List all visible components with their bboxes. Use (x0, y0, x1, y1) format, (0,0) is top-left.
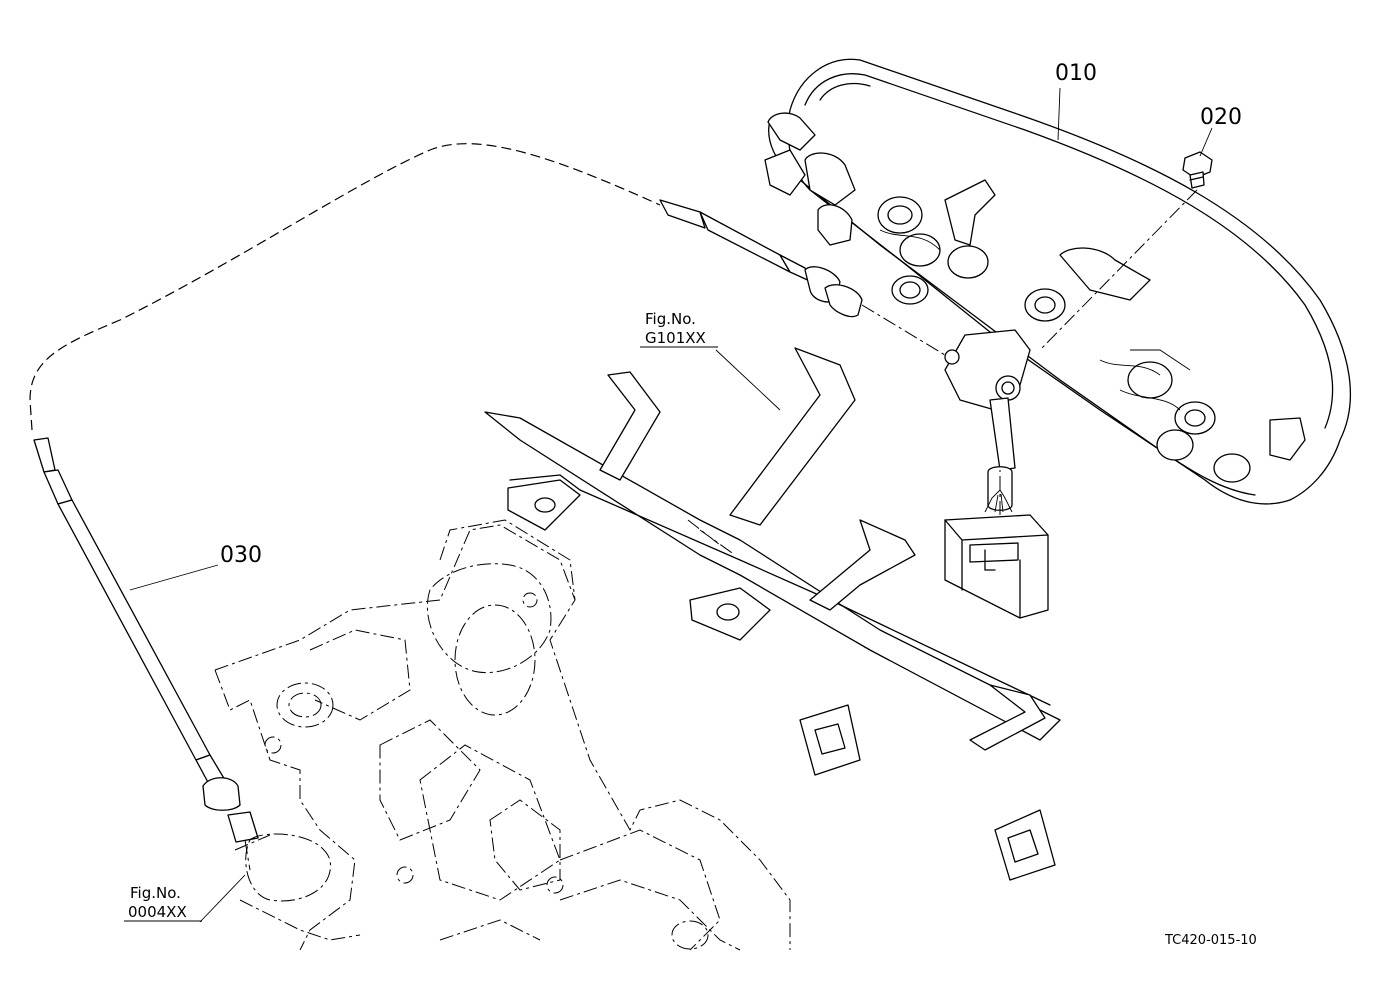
callout-030: 030 (220, 543, 262, 568)
fig-ref-top-prefix: Fig.No. (645, 310, 696, 328)
instrument-panel-010 (764, 58, 1351, 511)
speedometer-cable-030 (29, 143, 946, 871)
callout-010: 010 (1055, 61, 1097, 86)
fig-ref-bottom-code: 0004XX (128, 903, 187, 921)
fig-ref-bottom-prefix: Fig.No. (130, 884, 181, 902)
drawing-id: TC420-015-10 (1164, 933, 1257, 948)
callout-020: 020 (1200, 105, 1242, 130)
fig-ref-top-code: G101XX (645, 329, 706, 347)
screw-020 (1039, 151, 1213, 351)
wire-connector (944, 470, 1049, 619)
mounting-frame (484, 347, 1061, 881)
engine-housing-phantom (214, 519, 791, 951)
leader-lines (124, 87, 1213, 923)
